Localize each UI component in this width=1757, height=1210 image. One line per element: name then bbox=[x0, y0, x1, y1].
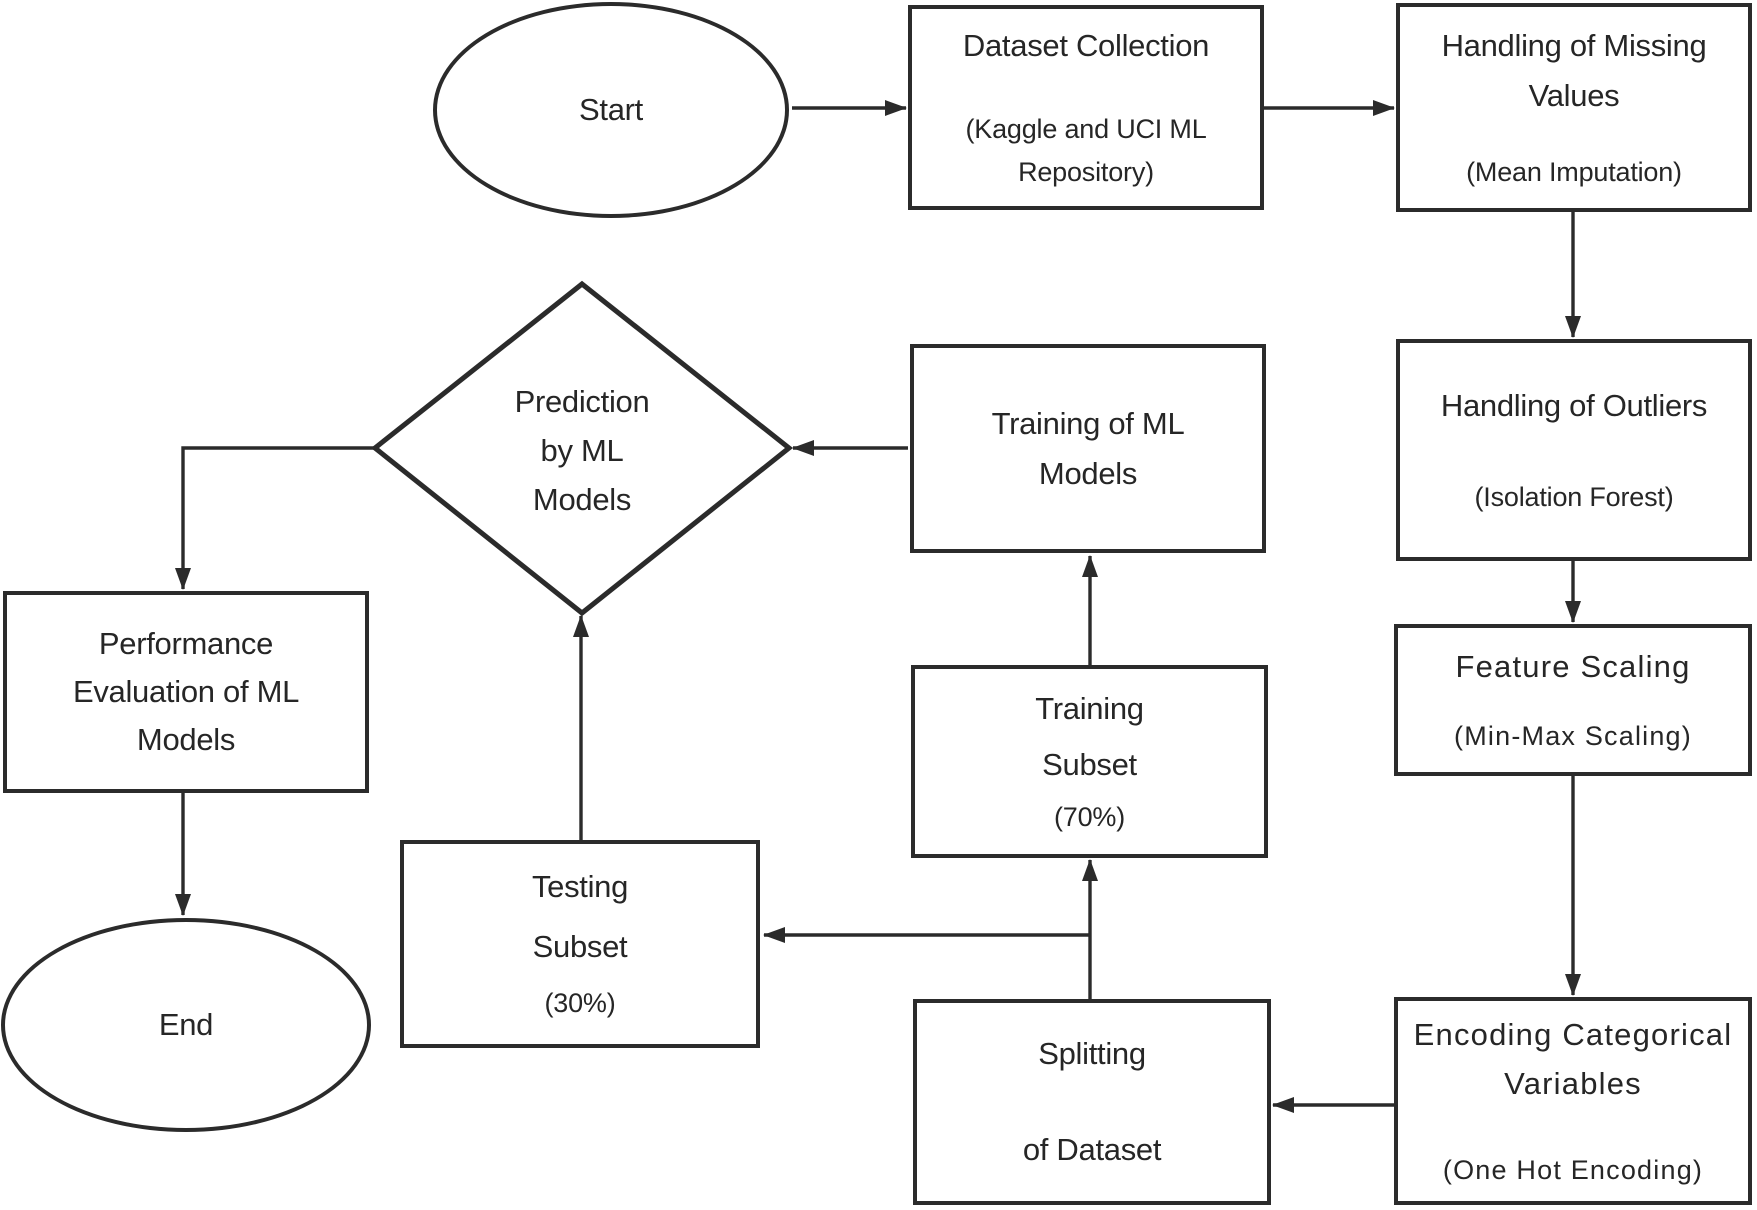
decision-title-line3: Models bbox=[532, 481, 632, 517]
step-testing-subset: Testing Subset (30%) bbox=[400, 840, 760, 1048]
step-title-line2: of Dataset bbox=[1022, 1132, 1162, 1167]
end-label: End bbox=[158, 1007, 214, 1043]
step-title: Handling of Missing Values bbox=[1441, 28, 1707, 113]
step-splitting-of-dataset: Splitting of Dataset bbox=[913, 999, 1271, 1205]
step-title: Handling of Outliers bbox=[1440, 387, 1708, 423]
step-subtitle: (Isolation Forest) bbox=[1474, 482, 1674, 513]
step-subtitle: (Kaggle and UCI ML Repository) bbox=[965, 114, 1207, 188]
decision-prediction-by-ml-models: Prediction by ML Models bbox=[452, 372, 712, 528]
step-title: Dataset Collection bbox=[962, 27, 1210, 63]
decision-diamond-shape bbox=[370, 280, 794, 617]
step-title-line2: Subset bbox=[532, 929, 628, 965]
step-title: Training of ML Models bbox=[991, 405, 1185, 491]
step-title-line1: Testing bbox=[531, 869, 629, 905]
step-title: Feature Scaling bbox=[1455, 648, 1691, 684]
step-handling-outliers: Handling of Outliers (Isolation Forest) bbox=[1396, 339, 1752, 561]
step-training-of-ml-models: Training of ML Models bbox=[910, 344, 1266, 553]
step-handling-missing-values: Handling of Missing Values (Mean Imputat… bbox=[1396, 3, 1752, 212]
step-dataset-collection: Dataset Collection (Kaggle and UCI ML Re… bbox=[908, 5, 1264, 210]
step-subtitle: (Mean Imputation) bbox=[1466, 156, 1682, 187]
step-feature-scaling: Feature Scaling (Min-Max Scaling) bbox=[1394, 624, 1752, 776]
step-performance-evaluation: Performance Evaluation of ML Models bbox=[3, 591, 369, 793]
step-title: Encoding Categorical Variables bbox=[1413, 1016, 1733, 1102]
step-subtitle: (70%) bbox=[1053, 802, 1126, 833]
step-title: Performance Evaluation of ML Models bbox=[72, 625, 300, 758]
arrow-prediction-to-performance-evaluation bbox=[175, 446, 377, 590]
start-label: Start bbox=[579, 92, 643, 128]
decision-title-line2: by ML bbox=[540, 432, 624, 468]
step-title-line2: Subset bbox=[1042, 746, 1137, 782]
step-training-subset: Training Subset (70%) bbox=[911, 665, 1268, 858]
step-title-line1: Splitting bbox=[1038, 1036, 1146, 1072]
step-subtitle: (One Hot Encoding) bbox=[1442, 1155, 1704, 1185]
step-title-line1: Training bbox=[1035, 690, 1144, 726]
start-terminator: Start bbox=[433, 2, 789, 218]
decision-title-line1: Prediction bbox=[514, 383, 650, 419]
end-terminator: End bbox=[1, 918, 371, 1132]
step-subtitle: (Min-Max Scaling) bbox=[1454, 721, 1692, 752]
step-subtitle: (30%) bbox=[544, 988, 616, 1019]
step-encoding-categorical-variables: Encoding Categorical Variables (One Hot … bbox=[1394, 997, 1752, 1205]
